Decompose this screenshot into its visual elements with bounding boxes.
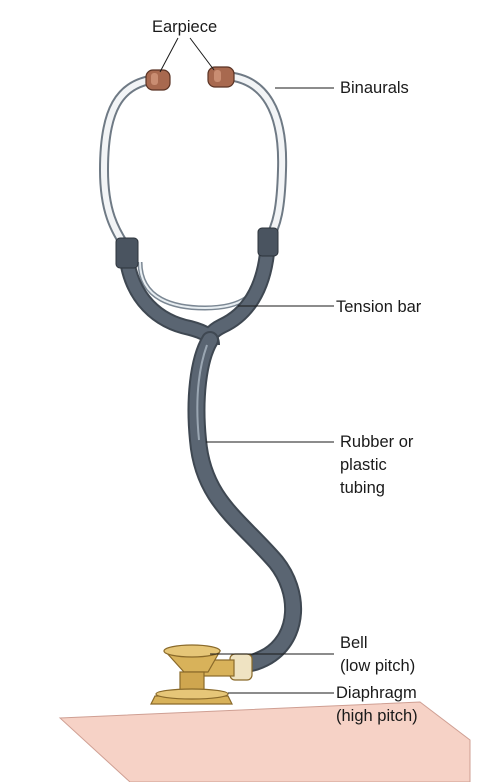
label-bell-line2: (low pitch) [340,657,415,675]
earpieces [145,66,235,91]
label-tubing-line1: Rubber or [340,433,414,451]
label-earpiece: Earpiece [152,18,217,36]
chestpiece [150,644,253,705]
label-tension-bar: Tension bar [336,298,422,316]
label-diaphragm-line1: Diaphragm [336,684,417,702]
skin-surface [58,701,471,782]
label-bell-line1: Bell [340,634,368,652]
binaurals [98,71,288,255]
label-tubing-line2: plastic [340,456,387,474]
label-diaphragm-line2: (high pitch) [336,707,418,725]
earpiece-leader-right [189,37,215,71]
tubing [115,227,303,673]
label-tubing-line3: tubing [340,479,385,497]
earpiece-leader-left [159,37,179,73]
label-binaurals: Binaurals [340,79,409,97]
